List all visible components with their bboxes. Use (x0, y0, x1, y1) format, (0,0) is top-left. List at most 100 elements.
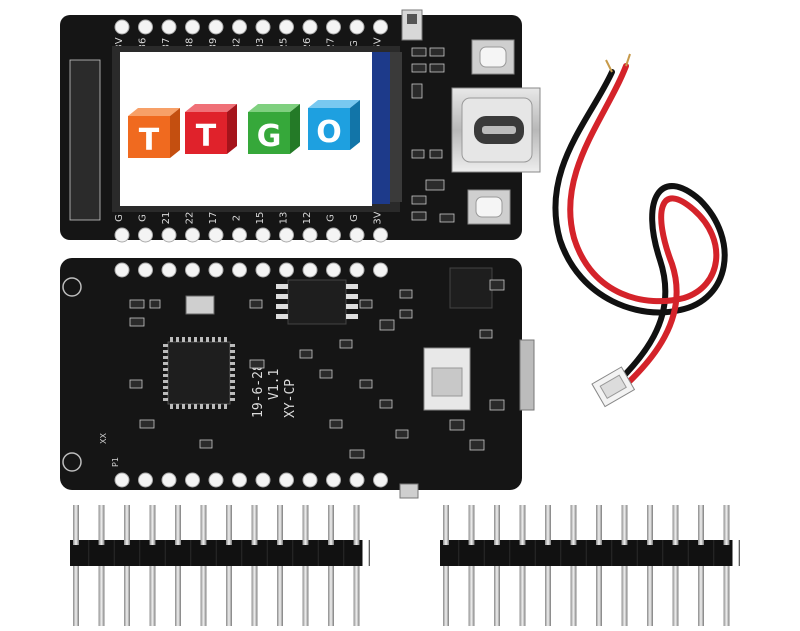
header-pad (326, 262, 341, 278)
smd-part (411, 195, 427, 205)
header-pin-bottom (570, 566, 577, 626)
smd-part (425, 179, 445, 191)
header-pin-top (251, 505, 258, 545)
logo-cube-g: G (248, 104, 300, 154)
header-pad (232, 262, 247, 278)
header-pad (185, 19, 200, 35)
pin-label: G (349, 40, 360, 48)
button-bottom[interactable] (467, 189, 511, 225)
ttgo-logo: T T G O (128, 100, 360, 158)
display-connector (390, 52, 402, 202)
silkscreen-block: 19-6-28 V1.1 XY-CP (251, 363, 298, 418)
pin-label: 15 (255, 212, 266, 225)
flash-leg (346, 314, 358, 319)
chip-leg (230, 350, 235, 353)
header-pad (232, 472, 247, 488)
pin-label: 21 (161, 212, 172, 225)
pin-label: 22 (185, 212, 196, 225)
chip-leg (163, 344, 168, 347)
smd-part (69, 59, 101, 221)
header-pad (302, 227, 318, 243)
header-pin-top (698, 505, 704, 545)
chip-leg (218, 404, 221, 409)
smd-part (429, 63, 445, 73)
silkscreen-model: XY-CP (283, 379, 298, 418)
header-pad (373, 227, 388, 243)
smd-part (199, 439, 213, 449)
chip-leg (206, 337, 209, 342)
chip-leg (200, 337, 203, 342)
header-pin-bottom (672, 566, 679, 626)
smd-part (249, 359, 265, 369)
header-pin-bottom (251, 566, 258, 626)
pin-label: G (326, 214, 337, 222)
chip-leg (163, 398, 168, 401)
chip-leg (170, 337, 173, 342)
pin-label: 32 (232, 38, 243, 51)
chip-leg (230, 380, 235, 383)
header-pad (255, 262, 271, 278)
smd-part (399, 309, 413, 319)
header-pad (185, 472, 200, 488)
chip-leg (206, 404, 209, 409)
header-pin-top (175, 505, 181, 545)
silkscreen-p1: P1 (111, 457, 120, 467)
chip-leg (176, 404, 179, 409)
chip-leg (182, 404, 185, 409)
chip-leg (163, 392, 168, 395)
header-pad (326, 227, 341, 243)
usb-c-port-back[interactable] (519, 339, 535, 411)
header-pin-bottom (124, 566, 130, 626)
board-back: 19-6-28 V1.1 XY-CP P1 XX (60, 258, 535, 499)
chip-leg (230, 368, 235, 371)
header-pin-top (328, 505, 334, 545)
flash-leg (276, 284, 288, 289)
header-pad (114, 227, 130, 243)
chip-leg (230, 344, 235, 347)
header-pin-bottom (328, 566, 334, 626)
header-pin-bottom (149, 566, 156, 626)
chip-leg (212, 404, 215, 409)
header-pad (161, 227, 177, 243)
chip-leg (163, 374, 168, 377)
pin-label: 38 (185, 38, 196, 51)
chip-leg (163, 380, 168, 383)
pin-label: 39 (208, 38, 219, 51)
usb-c-port-front[interactable] (451, 87, 541, 173)
pin-label: 2 (232, 215, 243, 221)
pin-label: 17 (208, 212, 219, 225)
header-pad (161, 262, 177, 278)
button-top[interactable] (471, 39, 515, 75)
header-pad (349, 227, 365, 243)
smd-part (359, 379, 373, 389)
header-pin-bottom (723, 566, 730, 626)
flash-legs (276, 284, 358, 319)
smd-part (429, 149, 443, 159)
cable-red-wire (567, 63, 720, 395)
power-switch-back[interactable] (399, 483, 419, 499)
smd-part (489, 279, 505, 291)
header-pad (114, 472, 130, 488)
smd-components-front (69, 47, 455, 223)
header-pin-top (302, 505, 309, 545)
smd-part (469, 439, 485, 451)
header-pin-bottom (73, 566, 79, 626)
chip-leg (194, 337, 197, 342)
header-pin-top (545, 505, 551, 545)
header-pin-bottom (647, 566, 653, 626)
header-pad (373, 262, 388, 278)
pin-label: 13 (279, 212, 290, 225)
pin-label: G (349, 214, 360, 222)
logo-cube-t1: T (128, 108, 180, 158)
smd-part (479, 329, 493, 339)
flash-leg (276, 304, 288, 309)
chip-leg (230, 392, 235, 395)
chip-leg (230, 356, 235, 359)
flash-leg (346, 284, 358, 289)
header-pad (302, 19, 318, 35)
header-pad (279, 472, 294, 488)
chip-leg (230, 374, 235, 377)
header-pad (255, 19, 271, 35)
